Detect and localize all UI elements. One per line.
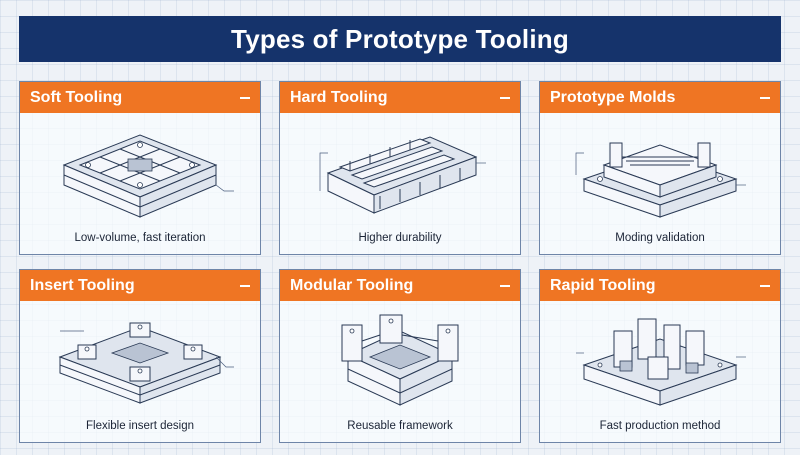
tooling-grid: Soft Tooling Low-volume, fast iteration … [19, 81, 781, 443]
minus-icon[interactable] [760, 284, 770, 287]
card-header: Hard Tooling [280, 82, 520, 113]
card-caption: Reusable framework [347, 420, 453, 432]
card-caption: Higher durability [358, 232, 442, 244]
card-header: Rapid Tooling [540, 270, 780, 301]
prototype-mold-icon [575, 142, 746, 218]
card-title: Insert Tooling [30, 276, 135, 294]
page-title: Types of Prototype Tooling [19, 16, 781, 62]
card-hard-tooling: Hard Tooling Higher durability [279, 81, 521, 255]
card-title: Prototype Molds [550, 88, 676, 106]
card-caption: Fast production method [599, 420, 721, 432]
card-header: Soft Tooling [20, 82, 260, 113]
card-insert-tooling: Insert Tooling Flexible insert design [19, 269, 261, 443]
card-soft-tooling: Soft Tooling Low-volume, fast iteration [19, 81, 261, 255]
card-header: Insert Tooling [20, 270, 260, 301]
card-modular-tooling: Modular Tooling Reusable framework [279, 269, 521, 443]
card-rapid-tooling: Rapid Tooling Fast production method [539, 269, 781, 443]
minus-icon[interactable] [760, 96, 770, 99]
minus-icon[interactable] [500, 284, 510, 287]
card-header: Modular Tooling [280, 270, 520, 301]
minus-icon[interactable] [240, 284, 250, 287]
soft-tooling-block-icon [62, 134, 234, 218]
card-caption: Moding validation [615, 232, 705, 244]
minus-icon[interactable] [500, 96, 510, 99]
card-title: Modular Tooling [290, 276, 414, 294]
card-caption: Low-volume, fast iteration [74, 232, 206, 244]
card-prototype-molds: Prototype Molds Moding validation [539, 81, 781, 255]
card-caption: Flexible insert design [85, 420, 195, 432]
card-title: Hard Tooling [290, 88, 388, 106]
rapid-tooling-icon [576, 318, 746, 406]
card-header: Prototype Molds [540, 82, 780, 113]
card-title: Rapid Tooling [550, 276, 656, 294]
modular-tooling-icon [341, 314, 459, 406]
minus-icon[interactable] [240, 96, 250, 99]
insert-tooling-icon [58, 322, 234, 404]
card-title: Soft Tooling [30, 88, 123, 106]
hard-tooling-block-icon [319, 136, 486, 214]
